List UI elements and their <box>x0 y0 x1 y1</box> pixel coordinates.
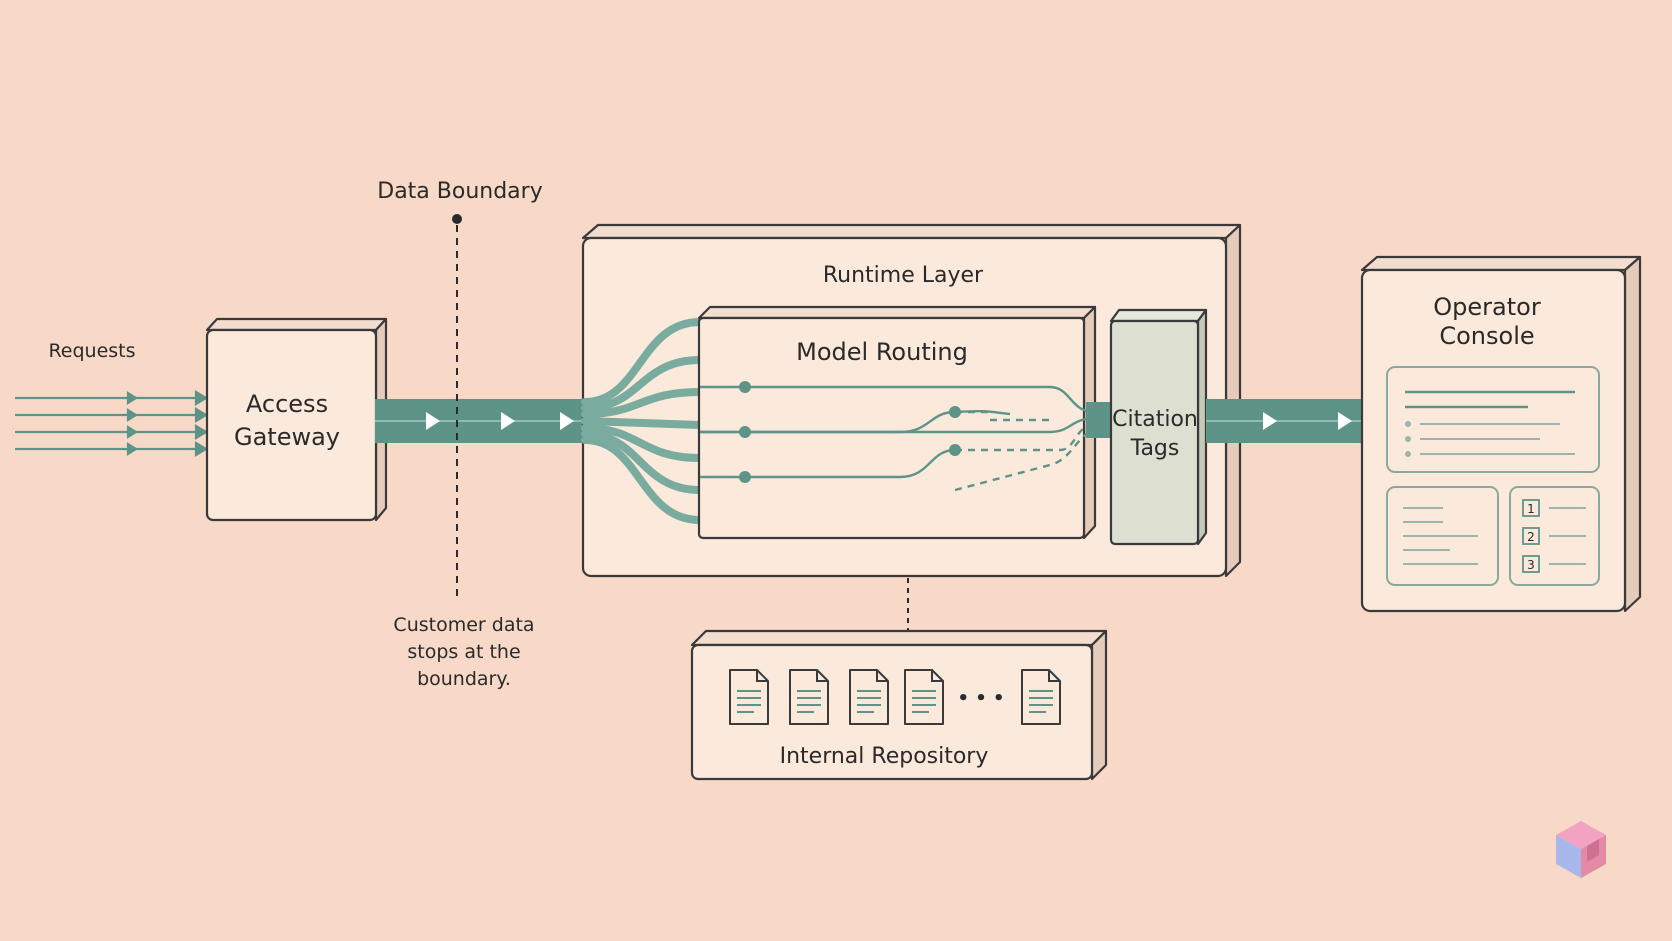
citation-tags-label: Citation <box>1112 407 1198 432</box>
citation-tags-label-line2: Tags <box>1130 436 1180 461</box>
routing-paths <box>700 385 1093 492</box>
console-answer-panel <box>1386 366 1600 473</box>
data-boundary-note-line3: boundary. <box>417 668 511 690</box>
console-citations-panel <box>1509 486 1600 586</box>
internal-repository-title: Internal Repository <box>780 744 989 769</box>
routing-nodes <box>739 381 961 483</box>
citation-number-1: 1 <box>1527 502 1535 516</box>
citation-number-2: 2 <box>1527 530 1535 544</box>
document-icon <box>789 669 829 725</box>
routing-fan-out <box>581 318 704 524</box>
repository-ellipsis: • • • <box>957 688 1004 709</box>
console-text-panel <box>1386 486 1499 586</box>
gateway-to-runtime-pipe <box>375 399 585 443</box>
operator-console-title: Operator <box>1433 293 1541 321</box>
requests-label: Requests <box>48 340 135 362</box>
access-gateway-label: Access <box>246 390 328 418</box>
document-icon <box>904 669 944 725</box>
operator-console-box <box>1360 255 1642 613</box>
repository-documents <box>729 669 1061 725</box>
data-boundary-note: Customer data <box>393 614 534 636</box>
access-gateway-box <box>205 317 388 522</box>
runtime-to-console-pipe <box>1206 399 1363 443</box>
model-routing-box <box>697 305 1097 540</box>
access-gateway-label-line2: Gateway <box>234 423 340 451</box>
cube-logo-icon <box>1556 821 1606 878</box>
data-boundary-note-line2: stops at the <box>407 641 520 663</box>
runtime-layer-title: Runtime Layer <box>823 263 984 288</box>
data-boundary-title: Data Boundary <box>377 179 542 204</box>
routing-merge-connector <box>1086 402 1112 438</box>
data-boundary-marker <box>452 214 462 224</box>
request-arrows <box>15 390 209 457</box>
document-icon <box>729 669 769 725</box>
citation-number-3: 3 <box>1527 558 1535 572</box>
document-icon <box>849 669 889 725</box>
model-routing-title: Model Routing <box>796 338 968 366</box>
citation-tags-box <box>1109 308 1208 546</box>
document-icon <box>1021 669 1061 725</box>
operator-console-title-line2: Console <box>1439 322 1534 350</box>
